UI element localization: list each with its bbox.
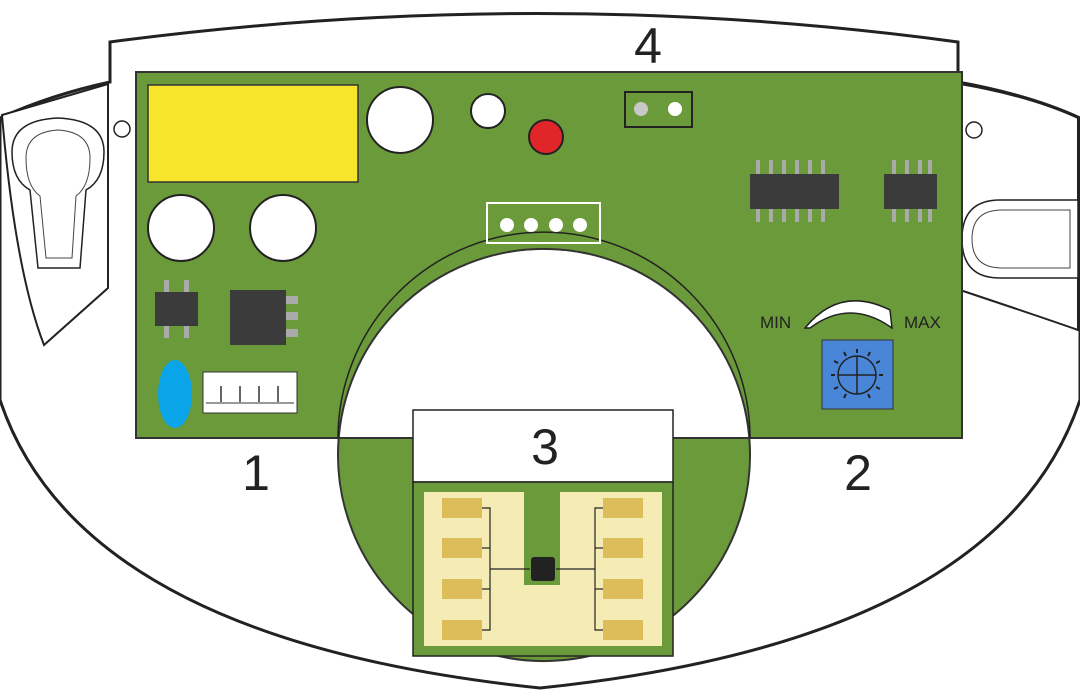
right-screw-hole-icon bbox=[965, 121, 983, 139]
left-mount-panel bbox=[0, 82, 131, 347]
antenna-module bbox=[412, 409, 674, 657]
ic-chip-right-small bbox=[884, 160, 937, 222]
transistor-chip bbox=[155, 280, 198, 338]
callout-3: 3 bbox=[531, 419, 559, 475]
right-mount-panel bbox=[959, 82, 1079, 332]
left-screw-hole-icon bbox=[113, 120, 131, 138]
pot-min-label: MIN bbox=[760, 313, 791, 332]
five-pin-terminal bbox=[202, 371, 298, 414]
ic-chip-left bbox=[230, 290, 298, 345]
pot-range-arc-icon bbox=[803, 300, 893, 330]
oval-slot-icon bbox=[961, 199, 1079, 279]
four-pin-connector bbox=[486, 202, 601, 244]
keyhole-slot-icon bbox=[11, 117, 105, 269]
callout-4: 4 bbox=[634, 18, 662, 74]
callout-2: 2 bbox=[844, 445, 872, 501]
light-sensor bbox=[470, 93, 506, 129]
antenna-chip bbox=[531, 557, 555, 581]
potentiometer-trimmer bbox=[821, 339, 894, 410]
relay-component bbox=[147, 84, 359, 183]
pot-max-label: MAX bbox=[904, 313, 941, 332]
capacitor-left bbox=[147, 194, 215, 262]
jumper-header bbox=[624, 91, 693, 128]
capacitor-top bbox=[366, 86, 434, 154]
capacitor-right bbox=[249, 194, 317, 262]
ic-chip-right-large bbox=[750, 160, 839, 222]
led-red-icon bbox=[528, 119, 564, 155]
capacitor-blue bbox=[158, 360, 192, 428]
callout-1: 1 bbox=[242, 445, 270, 501]
